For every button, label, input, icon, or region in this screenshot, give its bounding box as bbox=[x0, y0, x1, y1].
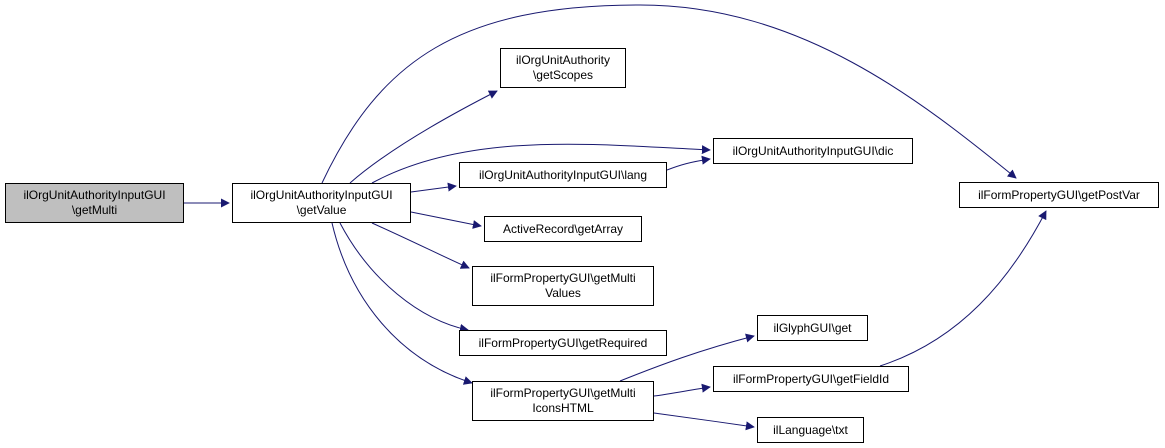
node-label: Values bbox=[545, 286, 581, 300]
node-label: ilFormPropertyGUI\getMulti bbox=[490, 271, 636, 285]
node-label: ilLanguage\txt bbox=[773, 422, 848, 437]
node-label: ilOrgUnitAuthorityInputGUI bbox=[23, 188, 166, 202]
node-label: IconsHTML bbox=[532, 401, 594, 415]
edge-lang-to-dic bbox=[666, 155, 711, 171]
edge-getValue-to-dic bbox=[371, 143, 711, 184]
edge-getValue-to-getMultiValues bbox=[371, 222, 470, 269]
node-label: ilOrgUnitAuthority bbox=[515, 53, 611, 67]
node-getValue[interactable]: ilOrgUnitAuthorityInputGUI \getValue bbox=[232, 183, 411, 223]
node-label: ilGlyphGUI\get bbox=[773, 320, 852, 335]
node-label: ilFormPropertyGUI\getMulti bbox=[490, 386, 636, 400]
node-label: ilFormPropertyGUI\getRequired bbox=[478, 335, 648, 350]
node-getMulti: ilOrgUnitAuthorityInputGUI \getMulti bbox=[5, 183, 184, 223]
node-langTxt[interactable]: ilLanguage\txt bbox=[757, 417, 864, 443]
node-getArray[interactable]: ActiveRecord\getArray bbox=[484, 216, 642, 242]
node-getFieldId[interactable]: ilFormPropertyGUI\getFieldId bbox=[713, 366, 909, 392]
node-label: ilOrgUnitAuthorityInputGUI\lang bbox=[478, 167, 648, 182]
node-label: \getScopes bbox=[532, 68, 594, 82]
node-getMultiValues[interactable]: ilFormPropertyGUI\getMulti Values bbox=[472, 266, 654, 306]
node-getScopes[interactable]: ilOrgUnitAuthority \getScopes bbox=[500, 48, 626, 88]
edge-getValue-to-getPostVar bbox=[321, 4, 1017, 184]
node-lang[interactable]: ilOrgUnitAuthorityInputGUI\lang bbox=[459, 162, 667, 188]
node-label: ilFormPropertyGUI\getPostVar bbox=[978, 187, 1140, 202]
edge-getMultiIconsHTML-to-langTxt bbox=[653, 412, 755, 431]
node-label: \getValue bbox=[296, 203, 347, 217]
node-label: ilOrgUnitAuthorityInputGUI bbox=[250, 188, 393, 202]
edge-getMultiIconsHTML-to-getFieldId bbox=[653, 383, 711, 397]
node-label: \getMulti bbox=[71, 203, 118, 217]
node-label: ilFormPropertyGUI\getFieldId bbox=[732, 371, 890, 386]
edge-getValue-to-getMultiIconsHTML bbox=[331, 222, 473, 385]
node-getRequired[interactable]: ilFormPropertyGUI\getRequired bbox=[459, 330, 667, 356]
node-label: ActiveRecord\getArray bbox=[502, 221, 624, 236]
node-glyphGet[interactable]: ilGlyphGUI\get bbox=[757, 315, 868, 341]
edge-getValue-to-getArray bbox=[410, 211, 482, 229]
edge-getValue-to-getRequired bbox=[339, 222, 469, 333]
edge-getValue-to-getScopes bbox=[349, 90, 498, 184]
edge-getFieldId-to-getPostVar bbox=[879, 210, 1047, 367]
node-label: ilOrgUnitAuthorityInputGUI\dic bbox=[732, 143, 894, 158]
edge-getMultiIconsHTML-to-glyphGet bbox=[619, 333, 755, 382]
node-dic[interactable]: ilOrgUnitAuthorityInputGUI\dic bbox=[713, 138, 913, 164]
edge-getValue-to-lang bbox=[410, 182, 457, 193]
node-getPostVar[interactable]: ilFormPropertyGUI\getPostVar bbox=[959, 182, 1159, 208]
node-getMultiIconsHTML[interactable]: ilFormPropertyGUI\getMulti IconsHTML bbox=[472, 381, 654, 421]
